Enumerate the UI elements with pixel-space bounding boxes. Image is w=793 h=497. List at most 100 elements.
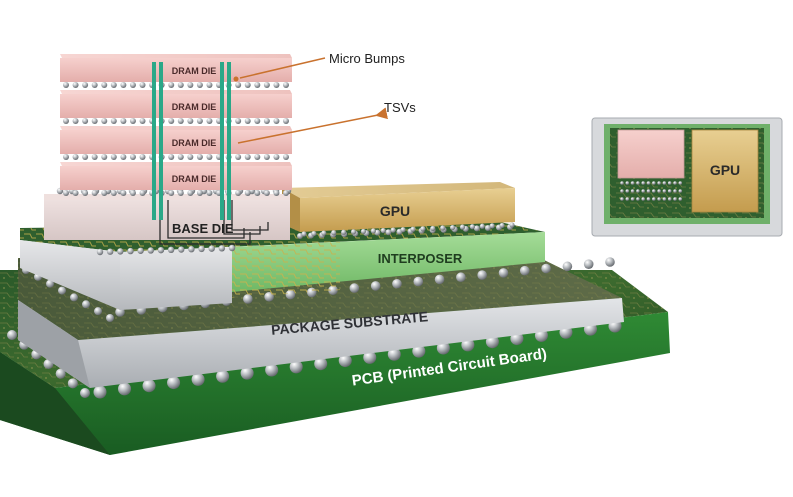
solder-ball (263, 118, 270, 124)
solder-ball (120, 154, 127, 160)
solder-ball (206, 154, 213, 160)
solder-ball (178, 246, 185, 253)
solder-ball (311, 230, 317, 237)
inset-bump (678, 189, 683, 193)
solder-ball (63, 190, 69, 196)
dram-die: DRAM DIE (60, 90, 292, 118)
inset-bump (667, 181, 672, 185)
solder-ball (120, 118, 127, 124)
solder-ball (7, 330, 17, 340)
solder-ball (434, 274, 445, 285)
dram-die: DRAM DIE (60, 162, 292, 190)
solder-ball (129, 154, 136, 160)
solder-ball (106, 248, 114, 255)
inset-bump (673, 189, 677, 193)
solder-ball (387, 347, 401, 361)
inset-bump (673, 181, 677, 185)
solder-ball (235, 118, 242, 124)
solder-ball (283, 154, 289, 160)
base-die-top (44, 194, 290, 200)
solder-ball (228, 244, 236, 252)
solder-ball (562, 261, 573, 272)
solder-ball (338, 354, 352, 368)
solder-ball (101, 190, 108, 196)
interposer-label: INTERPOSER (378, 251, 463, 266)
dram-die-label: DRAM DIE (172, 174, 217, 184)
solder-ball (139, 82, 146, 88)
solder-ball (198, 245, 205, 253)
dram-die-top (60, 126, 292, 130)
solder-ball (206, 190, 213, 196)
solder-ball (240, 366, 254, 380)
solder-ball (489, 223, 495, 229)
solder-ball (360, 228, 367, 235)
solder-ball (321, 230, 327, 236)
solder-ball (273, 118, 280, 124)
micro-bump-row (63, 82, 289, 88)
solder-ball (244, 190, 251, 196)
inset-bump (652, 181, 656, 185)
solder-ball (101, 154, 108, 160)
solder-ball (254, 118, 261, 124)
solder-ball (70, 293, 78, 302)
gpu-label: GPU (380, 203, 410, 219)
inset-bump (657, 197, 661, 201)
solder-ball (380, 227, 386, 234)
solder-ball (127, 247, 134, 255)
solder-ball (341, 229, 347, 235)
solder-ball (208, 245, 215, 252)
base-die-front (44, 194, 290, 240)
inset-bump (636, 197, 640, 201)
solder-ball (519, 265, 530, 276)
solder-ball (469, 224, 475, 230)
solder-ball (484, 224, 491, 231)
inset-bump (646, 197, 651, 201)
tsv-column (227, 62, 231, 220)
micro-bumps-callout: Micro Bumps (233, 51, 405, 82)
solder-ball (196, 118, 203, 124)
inset-bump (630, 189, 635, 193)
solder-ball (46, 279, 54, 288)
inset-bump (636, 181, 640, 185)
solder-ball (273, 82, 280, 88)
inset-bump (630, 181, 635, 185)
solder-ball (263, 154, 270, 160)
inset-bump (667, 197, 672, 201)
inset-bump (620, 181, 624, 185)
solder-ball (370, 281, 381, 291)
solder-ball (118, 382, 132, 396)
solder-ball (82, 190, 89, 196)
inset-bump (630, 197, 635, 201)
tsvs-arrow (237, 107, 389, 144)
solder-ball (436, 341, 450, 355)
solder-ball (449, 224, 456, 231)
solder-ball (129, 82, 136, 88)
solder-ball (196, 190, 203, 196)
solder-ball (263, 190, 270, 196)
inset-bump (625, 181, 630, 185)
solder-ball (191, 372, 205, 386)
solder-ball (196, 82, 203, 88)
solder-ball (137, 247, 144, 254)
solder-ball (72, 82, 79, 88)
solder-ball (168, 154, 175, 160)
solder-ball (58, 286, 66, 295)
inset-bump (678, 181, 683, 185)
solder-ball (196, 154, 203, 160)
solder-ball (350, 229, 357, 235)
solder-ball (177, 82, 184, 88)
tsvs-callout: TSVs (237, 100, 416, 144)
micro-bumps-arrow (239, 57, 326, 79)
dram-die-label: DRAM DIE (172, 102, 217, 112)
solder-ball (63, 82, 69, 88)
inset-bump (662, 189, 667, 193)
inset-bump (641, 189, 645, 193)
interposer-routing (232, 242, 340, 298)
solder-ball (370, 228, 376, 234)
substrate-front (18, 298, 624, 388)
solder-ball (440, 225, 446, 231)
gpu-front (300, 188, 515, 232)
base-die-wiring (159, 200, 269, 245)
solder-ball (129, 118, 136, 124)
